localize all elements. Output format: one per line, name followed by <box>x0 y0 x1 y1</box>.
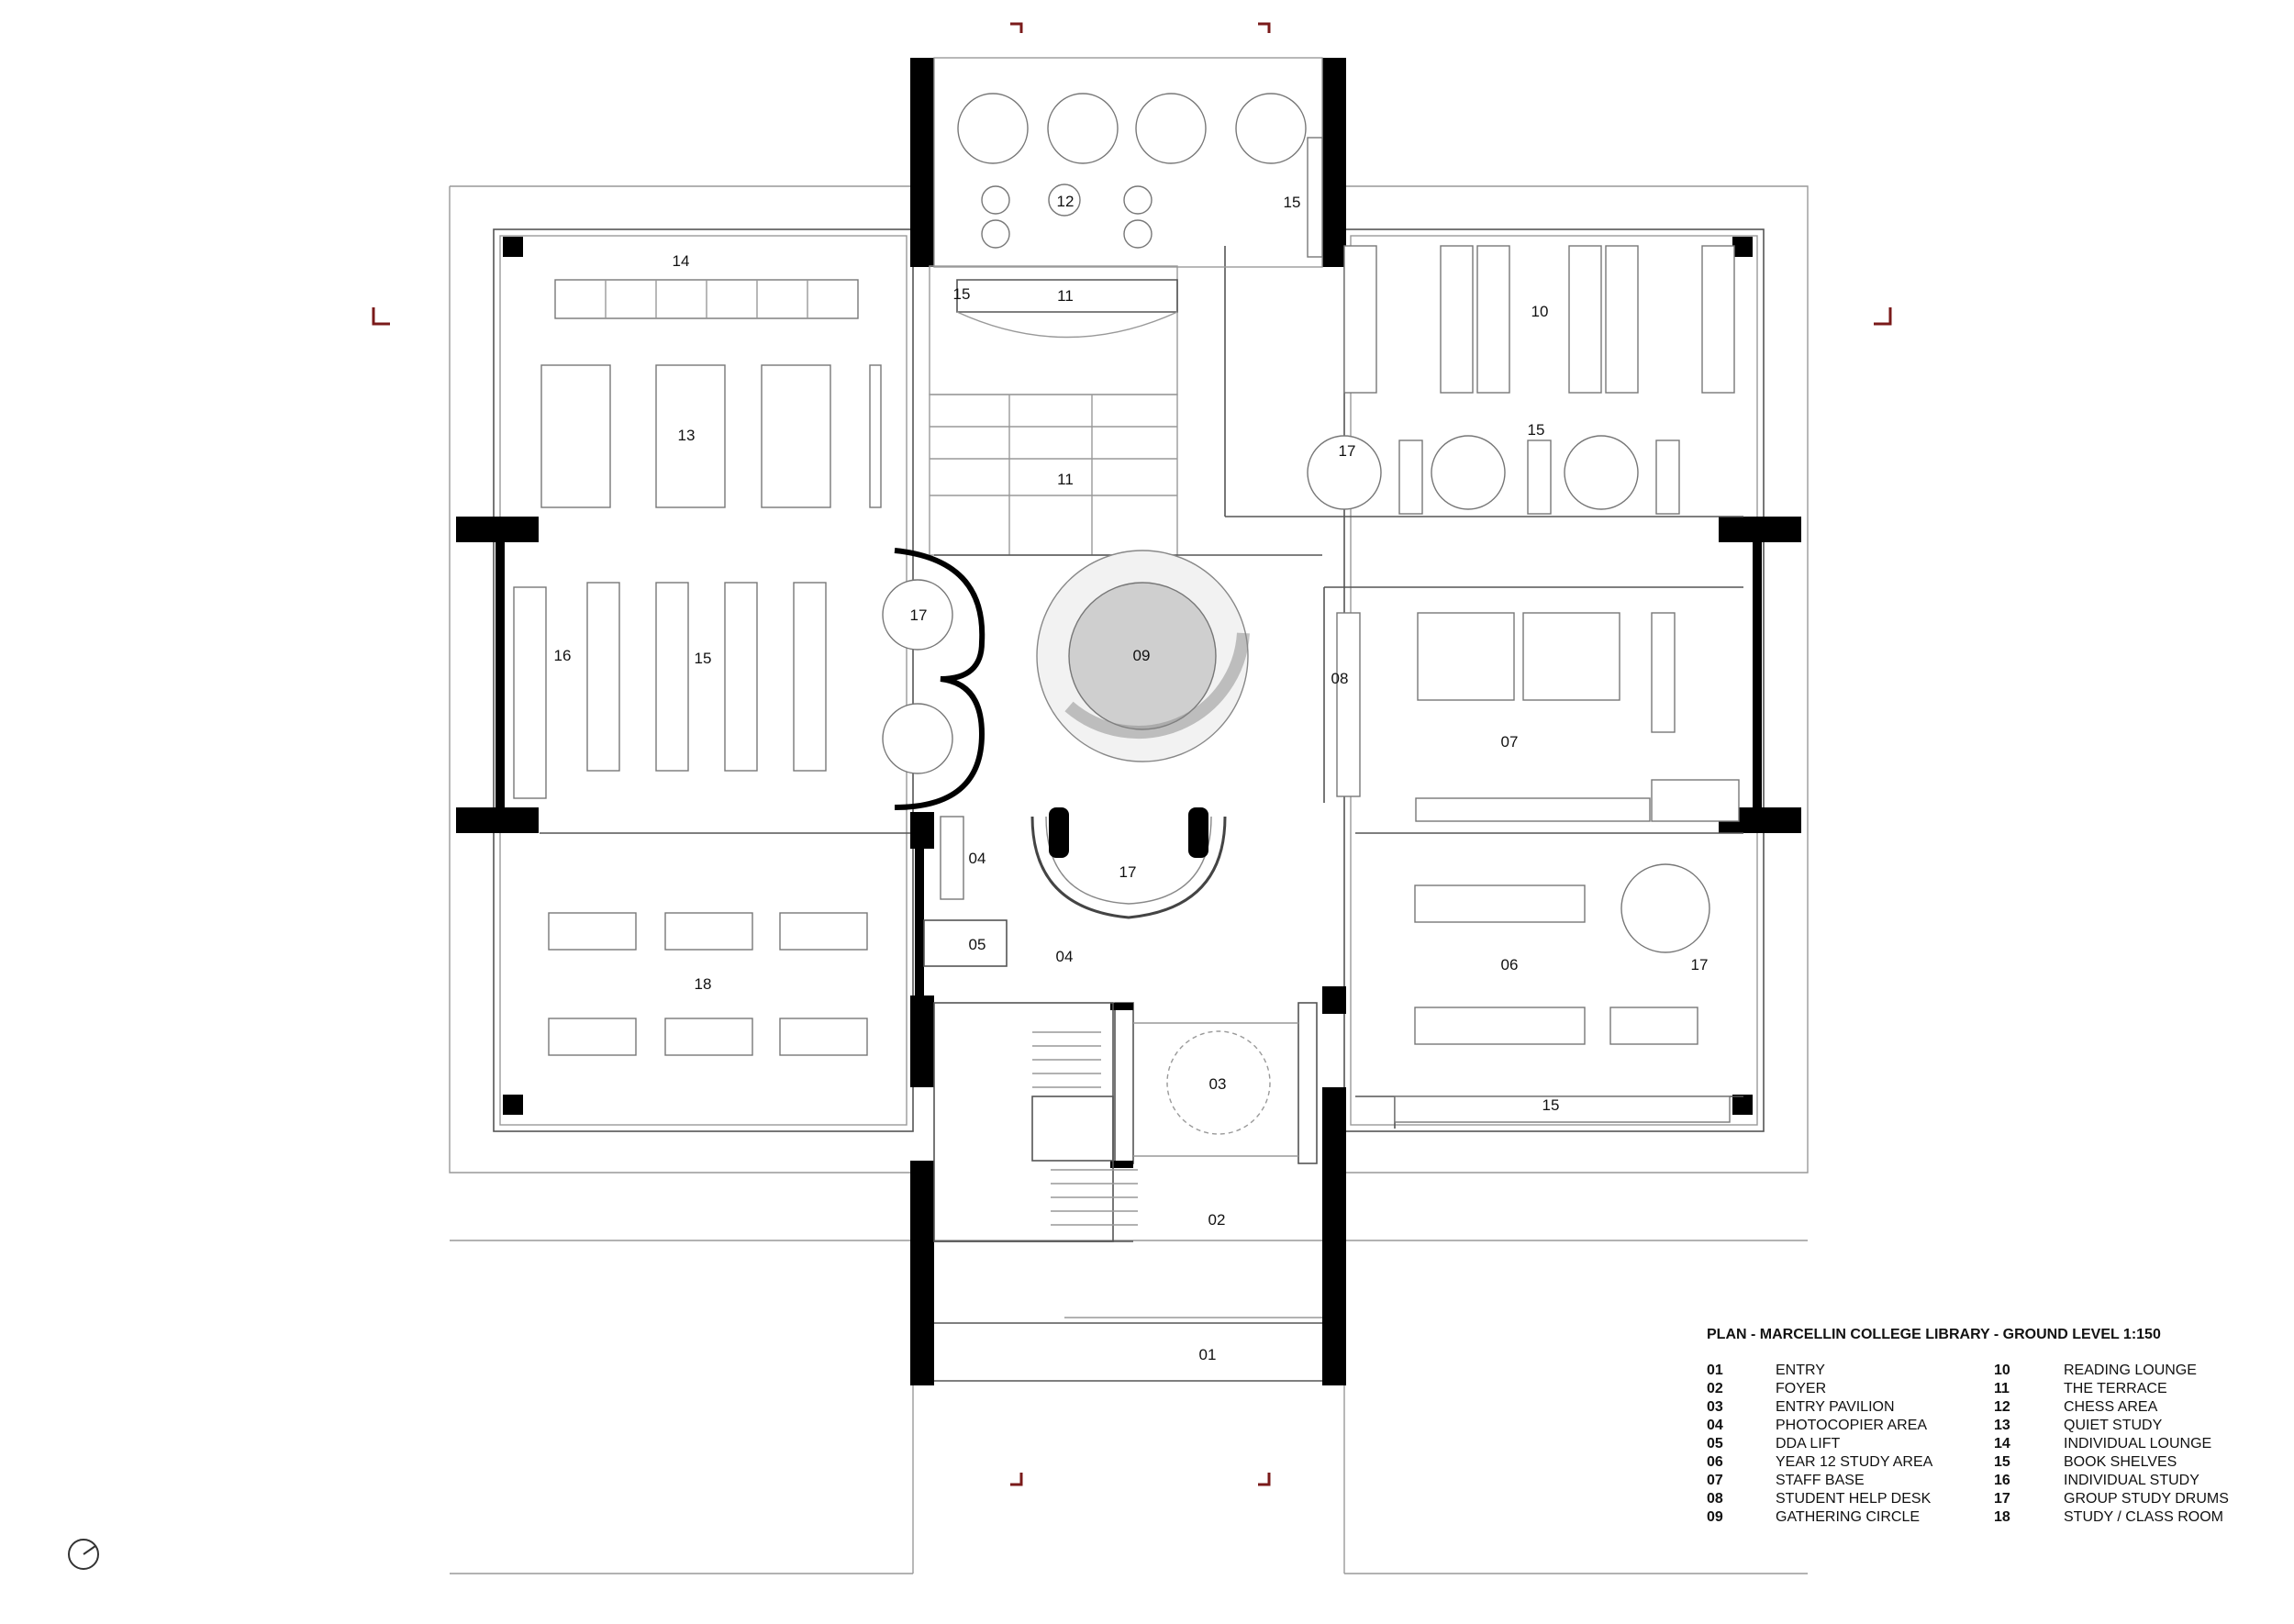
room-label: 11 <box>1057 471 1074 488</box>
room-label: 09 <box>1133 647 1151 664</box>
legend-number: 06 <box>1707 1454 1723 1470</box>
room-label: 04 <box>1056 948 1074 965</box>
legend-name: STUDENT HELP DESK <box>1776 1491 1932 1507</box>
site-outline <box>449 185 1809 1574</box>
central-drum <box>1030 807 1227 919</box>
legend-number: 13 <box>1994 1418 2010 1433</box>
legend-name: DDA LIFT <box>1776 1436 1840 1452</box>
room-label: 07 <box>1501 733 1519 751</box>
room-label: 02 <box>1208 1211 1226 1229</box>
legend-number: 02 <box>1707 1381 1723 1396</box>
service-core <box>923 816 1008 967</box>
room-label: 18 <box>695 975 712 993</box>
legend-left: 01 ENTRY 02 FOYER 03 ENTRY PAVILION 04 P… <box>1707 1363 1933 1525</box>
legend-name: BOOK SHELVES <box>2064 1454 2177 1470</box>
plan-title: PLAN - MARCELLIN COLLEGE LIBRARY - GROUN… <box>1707 1327 2161 1342</box>
room-label: 17 <box>910 606 928 624</box>
room-label: 11 <box>1057 287 1074 305</box>
room-label: 08 <box>1331 670 1349 687</box>
room-label: 06 <box>1501 956 1519 973</box>
west-wing <box>456 228 914 1132</box>
legend-name: QUIET STUDY <box>2064 1418 2163 1433</box>
room-label: 17 <box>1119 863 1137 881</box>
legend-name: READING LOUNGE <box>2064 1363 2197 1378</box>
individual-lounge-furniture <box>554 279 859 319</box>
legend-name: FOYER <box>1776 1381 1826 1396</box>
legend-name: PHOTOCOPIER AREA <box>1776 1418 1927 1433</box>
west-shelves <box>513 582 827 799</box>
west-drums <box>882 548 986 810</box>
legend-name: CHESS AREA <box>2064 1399 2158 1415</box>
legend-number: 12 <box>1994 1399 2010 1415</box>
room-label: 10 <box>1531 303 1549 320</box>
legend-name: INDIVIDUAL LOUNGE <box>2064 1436 2211 1452</box>
gathering-circle <box>1036 550 1250 762</box>
central-spine <box>910 57 1346 1385</box>
room-label: 15 <box>1284 194 1301 211</box>
room-label: 17 <box>1339 442 1356 460</box>
legend-name: GATHERING CIRCLE <box>1776 1509 1920 1525</box>
room-label: 16 <box>554 647 572 664</box>
legend-name: INDIVIDUAL STUDY <box>2064 1473 2199 1488</box>
room-label: 12 <box>1057 193 1075 210</box>
legend-number: 07 <box>1707 1473 1723 1488</box>
room-label: 03 <box>1209 1075 1227 1093</box>
legend-number: 11 <box>1994 1381 2010 1396</box>
room-label: 05 <box>969 936 986 953</box>
legend-number: 14 <box>1994 1436 2010 1452</box>
room-label: 14 <box>673 252 690 270</box>
quiet-study-furniture <box>540 364 882 508</box>
legend-block: PLAN - MARCELLIN COLLEGE LIBRARY - GROUN… <box>1707 1327 2229 1525</box>
legend-number: 08 <box>1707 1491 1723 1507</box>
entry-pavilion <box>1110 1002 1318 1168</box>
legend-right: 10 READING LOUNGE 11 THE TERRACE 12 CHES… <box>1994 1363 2229 1525</box>
legend-name: STUDY / CLASS ROOM <box>2064 1509 2223 1525</box>
legend-name: YEAR 12 STUDY AREA <box>1776 1454 1933 1470</box>
room-label: 01 <box>1199 1346 1217 1363</box>
legend-number: 04 <box>1707 1418 1723 1433</box>
legend-name: ENTRY <box>1776 1363 1825 1378</box>
legend-number: 01 <box>1707 1363 1723 1378</box>
chess-area-furniture <box>956 93 1323 339</box>
legend-number: 03 <box>1707 1399 1723 1415</box>
room-label: 17 <box>1691 956 1709 973</box>
legend-number: 16 <box>1994 1473 2010 1488</box>
legend-name: ENTRY PAVILION <box>1776 1399 1895 1415</box>
room-label: 15 <box>695 650 712 667</box>
reading-lounge-furniture <box>1307 245 1735 515</box>
classroom-furniture <box>548 912 868 1056</box>
room-labels: 01 02 03 04 04 05 06 07 08 09 10 11 11 1… <box>554 193 1709 1363</box>
room-label: 15 <box>1542 1096 1560 1114</box>
staff-base-furniture <box>1336 612 1740 822</box>
room-label: 13 <box>678 427 696 444</box>
legend-number: 09 <box>1707 1509 1723 1525</box>
legend-number: 15 <box>1994 1454 2010 1470</box>
legend-number: 05 <box>1707 1436 1723 1452</box>
room-label: 15 <box>953 285 971 303</box>
legend-name: STAFF BASE <box>1776 1473 1865 1488</box>
room-label: 04 <box>969 850 986 867</box>
north-arrow-icon <box>68 1539 99 1570</box>
section-markers <box>372 22 1892 1486</box>
year12-furniture <box>1394 863 1731 1123</box>
legend-name: GROUP STUDY DRUMS <box>2064 1491 2229 1507</box>
legend-number: 17 <box>1994 1491 2010 1507</box>
legend-name: THE TERRACE <box>2064 1381 2167 1396</box>
legend-number: 10 <box>1994 1363 2010 1378</box>
room-label: 15 <box>1528 421 1545 439</box>
legend-number: 18 <box>1994 1509 2010 1525</box>
stairs <box>933 1002 1138 1242</box>
